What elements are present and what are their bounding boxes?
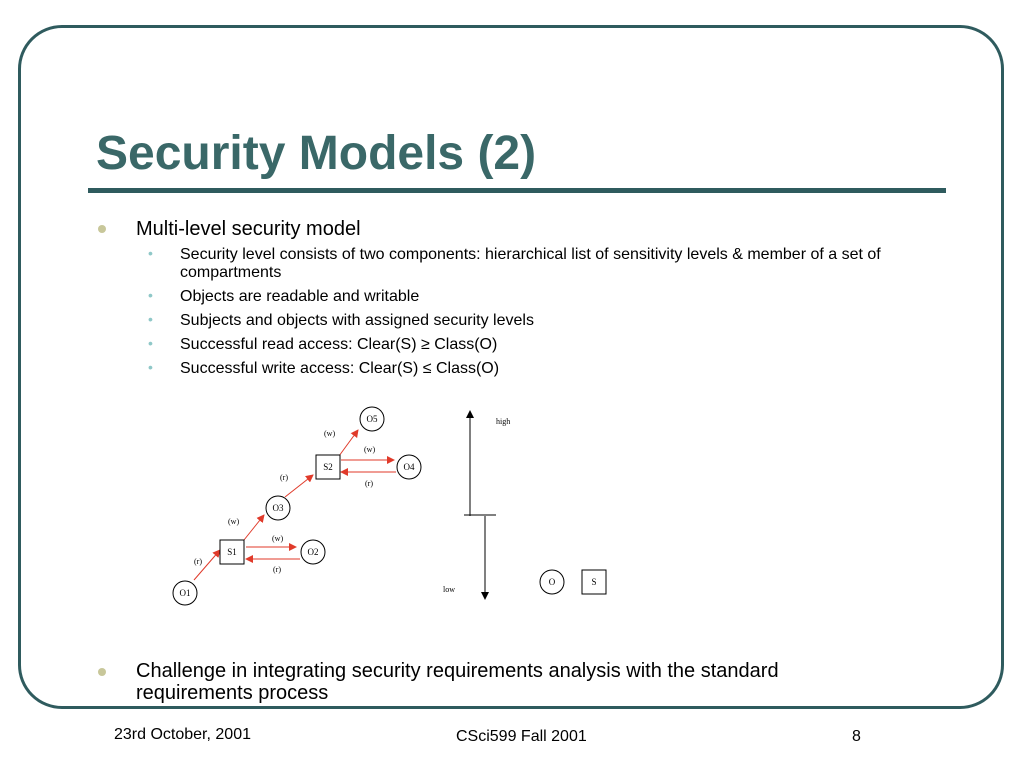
label-s2-o4: (w)	[364, 445, 375, 454]
node-o4	[396, 454, 422, 480]
sub-bullet-dot: •	[148, 311, 153, 327]
node-s2	[315, 454, 341, 480]
sub-bullet-3: Subjects and objects with assigned secur…	[180, 312, 534, 329]
sub-bullet-dot: •	[148, 335, 153, 351]
slide-frame	[18, 25, 1004, 709]
node-o5	[359, 406, 385, 432]
scale-low-label: low	[443, 585, 455, 594]
mls-diagram: O1 S1 O2 O3 S2 O4 O5 (r) (w) (w) (r) (r)…	[172, 406, 607, 606]
node-o1-label: O1	[180, 588, 191, 598]
label-o4-s2: (r)	[365, 479, 373, 488]
slide-title: Security Models (2)	[96, 127, 537, 180]
node-o2-label: O2	[308, 547, 319, 557]
legend-object-circle	[539, 569, 565, 595]
node-o1	[172, 580, 198, 606]
title-divider	[88, 188, 946, 193]
label-o2-s1: (r)	[273, 565, 281, 574]
node-o3-label: O3	[273, 503, 284, 513]
label-s1-o3: (w)	[228, 517, 239, 526]
sub-bullet-5: Successful write access: Clear(S) ≤ Clas…	[180, 360, 500, 377]
label-o3-s2: (r)	[280, 473, 288, 482]
edge-o1-s1	[193, 549, 221, 581]
node-s1	[219, 539, 245, 565]
edge-s2-o5	[338, 429, 359, 457]
sub-bullet-dot: •	[148, 359, 153, 375]
sub-bullet-dot: •	[148, 245, 153, 261]
sub-bullet-dot: •	[148, 287, 153, 303]
sub-bullet-2: Objects are readable and writable	[180, 288, 420, 305]
bullet-challenge: Challenge in integrating security requir…	[136, 660, 779, 704]
node-s1-label: S1	[227, 547, 237, 557]
node-o5-label: O5	[367, 414, 378, 424]
scale-high-label: high	[496, 417, 510, 426]
node-s2-label: S2	[323, 462, 333, 472]
label-s1-o2: (w)	[272, 534, 283, 543]
node-o3	[265, 495, 291, 521]
footer-page-number: 8	[852, 728, 861, 745]
footer-date: 23rd October, 2001	[114, 726, 251, 743]
edge-o3-s2	[284, 474, 314, 498]
bullet-multilevel: Multi-level security model	[136, 218, 361, 240]
label-s2-o5: (w)	[324, 429, 335, 438]
legend-subject-label: S	[591, 577, 596, 587]
footer-course: CSci599 Fall 2001	[456, 728, 587, 745]
legend-subject-square	[581, 569, 607, 595]
edge-s1-o3	[243, 514, 265, 541]
label-o1-s1: (r)	[194, 557, 202, 566]
legend-object-label: O	[549, 577, 556, 587]
sub-bullet-4: Successful read access: Clear(S) ≥ Class…	[180, 336, 498, 353]
node-o2	[300, 539, 326, 565]
bullet-dot	[98, 225, 106, 233]
node-o4-label: O4	[404, 462, 415, 472]
bullet-dot	[98, 668, 106, 676]
sub-bullet-1: Security level consists of two component…	[180, 246, 881, 281]
